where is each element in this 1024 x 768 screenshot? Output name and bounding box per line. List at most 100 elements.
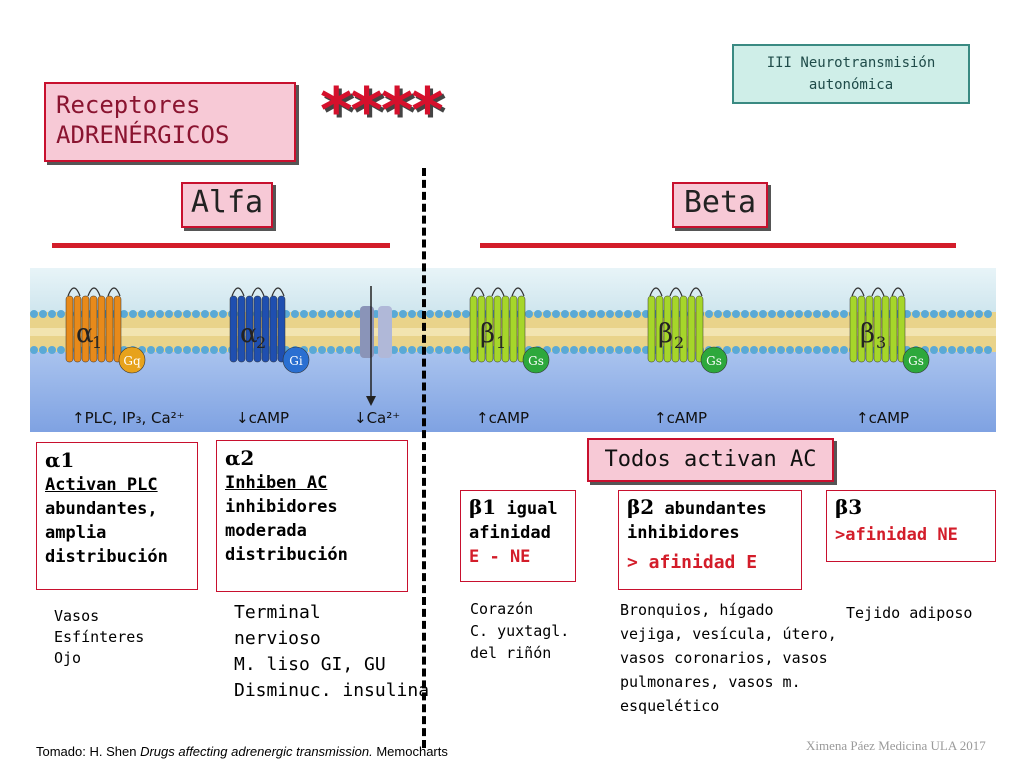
lipid-head (327, 310, 335, 318)
alpha1-line-1: Activan PLC (45, 475, 158, 495)
lipid-head (822, 346, 830, 354)
lipid-head (300, 310, 308, 318)
lipid-head (30, 346, 38, 354)
beta2-tissue: Bronquios, hígado (620, 601, 774, 619)
alpha2-tissue: Terminal (234, 602, 321, 623)
helix (889, 295, 898, 363)
helix (65, 295, 74, 363)
alpha1-title: α1 (45, 448, 75, 472)
helix (485, 295, 494, 363)
lipid-head (813, 346, 821, 354)
lipid-head (597, 310, 605, 318)
lipid-head (129, 310, 137, 318)
lipid-head (534, 310, 542, 318)
lipid-head (579, 346, 587, 354)
extracellular-loop (649, 287, 703, 297)
alpha2-line-1: Inhiben AC (225, 473, 328, 493)
helix (493, 295, 502, 363)
beta1-line-3: E - NE (469, 547, 531, 567)
lipid-head (201, 310, 209, 318)
lipid-head (750, 346, 758, 354)
receptor-symbol: α (240, 319, 258, 349)
helix (113, 295, 122, 363)
beta1-tissue: Corazón (470, 600, 534, 618)
extracellular-loop (67, 287, 121, 297)
topic-line-2: autonómica (808, 77, 894, 93)
lipid-head (912, 310, 920, 318)
beta1-tissue: del riñón (470, 644, 552, 662)
beta2-tissue: vasos coronarios, vasos (620, 649, 828, 667)
channel-effect-label: ↓Ca²⁺ (354, 409, 400, 427)
beta1-tissue: C. yuxtagl. (470, 622, 570, 640)
beta1-title-rest: igual (496, 499, 558, 519)
lipid-head (219, 310, 227, 318)
g-protein (522, 346, 550, 374)
lipid-head (57, 310, 65, 318)
lipid-head (615, 346, 623, 354)
helix (477, 295, 486, 363)
helix (277, 295, 286, 363)
lipid-head (606, 310, 614, 318)
effect-labels: ↑PLC, IP₃, Ca²⁺↓cAMP↑cAMP↑cAMP↑cAMP (72, 409, 909, 427)
citation-suffix: Memocharts (372, 744, 448, 759)
lipid-head (39, 346, 47, 354)
receptor-symbol: β (658, 319, 673, 349)
alpha1-line-2: abundantes, (45, 499, 158, 519)
receptor-symbol: α (76, 319, 94, 349)
lipid-head (822, 310, 830, 318)
lipid-head (426, 346, 434, 354)
title-line-2: ADRENÉRGICOS (56, 121, 230, 149)
lipid-head (120, 310, 128, 318)
lipid-head (336, 346, 344, 354)
lipid-head (930, 310, 938, 318)
alpha2-tissue: Disminuc. insulina (234, 680, 430, 701)
extracellular-loop (231, 287, 285, 297)
lipid-head (786, 310, 794, 318)
lipid-head (939, 310, 947, 318)
lipid-head (174, 346, 182, 354)
g-protein-label: Gq (123, 354, 141, 368)
lipid-head (840, 346, 848, 354)
title-box: Receptores ADRENÉRGICOS (44, 82, 296, 162)
lipid-head (345, 346, 353, 354)
lipid-head (210, 346, 218, 354)
beta2-line-2: inhibidores (627, 523, 740, 543)
lipid-head (183, 310, 191, 318)
lipid-head (174, 310, 182, 318)
lipid-head (453, 346, 461, 354)
helix (671, 295, 680, 363)
beta-header: Beta (672, 182, 768, 228)
beta3-tissues: Tejido adiposo (846, 602, 972, 624)
g-protein-label: Gs (908, 354, 924, 368)
lipid-head (147, 310, 155, 318)
lipid-head (48, 346, 56, 354)
lipid-head (219, 346, 227, 354)
lipid-head (165, 310, 173, 318)
beta1-line-2: afinidad (469, 523, 551, 543)
lipid-head (831, 346, 839, 354)
lipid-head (606, 346, 614, 354)
beta1-box: β1 igual afinidad E - NE (460, 490, 576, 582)
lipid-head (966, 310, 974, 318)
lipid-head (804, 346, 812, 354)
lipid-head (345, 310, 353, 318)
lipid-head (192, 310, 200, 318)
lipid-head (777, 346, 785, 354)
receptor-effect: ↑cAMP (654, 409, 707, 427)
citation-title: Drugs affecting adrenergic transmission. (140, 744, 373, 759)
receptor-effect: ↑cAMP (476, 409, 529, 427)
lipid-head (192, 346, 200, 354)
lipid-head (408, 310, 416, 318)
g-protein-label: Gs (528, 354, 544, 368)
lipid-head (975, 346, 983, 354)
lipid-head (183, 346, 191, 354)
receptor-symbol: β (860, 319, 875, 349)
lipid-head (543, 310, 551, 318)
helix (695, 295, 704, 363)
lipid-head (804, 310, 812, 318)
lipid-head (939, 346, 947, 354)
